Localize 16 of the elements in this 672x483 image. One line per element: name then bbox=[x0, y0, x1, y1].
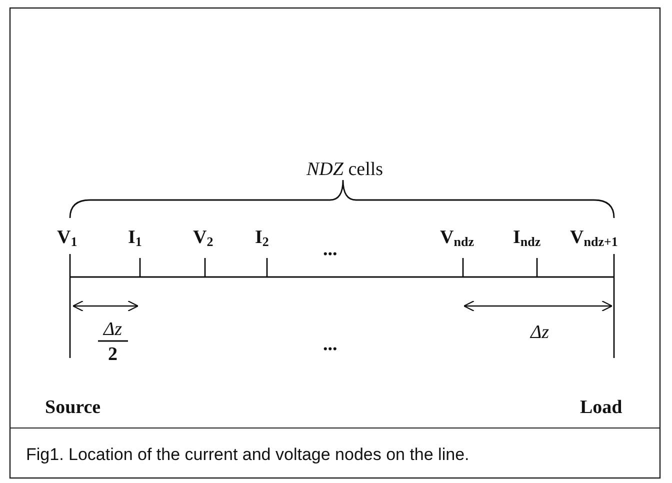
voltage-label: V$_{1}$ bbox=[57, 228, 78, 248]
current-label: I$_{2}$ bbox=[255, 228, 269, 248]
voltage-label: V$_{ndz}$ bbox=[440, 228, 474, 248]
heading-text: NDZ cells bbox=[306, 160, 384, 179]
voltage-label: V$_{ndz+1}$ bbox=[570, 228, 618, 248]
ellipsis: ... bbox=[323, 335, 338, 354]
dimension-label: 2 bbox=[108, 345, 118, 364]
end-label: Load bbox=[580, 398, 622, 417]
voltage-label: V$_{2}$ bbox=[193, 228, 214, 248]
dimension-label: Δz bbox=[530, 323, 550, 342]
ellipsis: ... bbox=[323, 240, 338, 259]
current-label: I$_{ndz}$ bbox=[513, 228, 541, 248]
current-label: I$_{1}$ bbox=[128, 228, 142, 248]
dimension-label: Δz bbox=[104, 320, 122, 339]
end-label: Source bbox=[45, 398, 101, 417]
figure-caption: Fig1. Location of the current and voltage nodes on the line. bbox=[26, 445, 470, 465]
